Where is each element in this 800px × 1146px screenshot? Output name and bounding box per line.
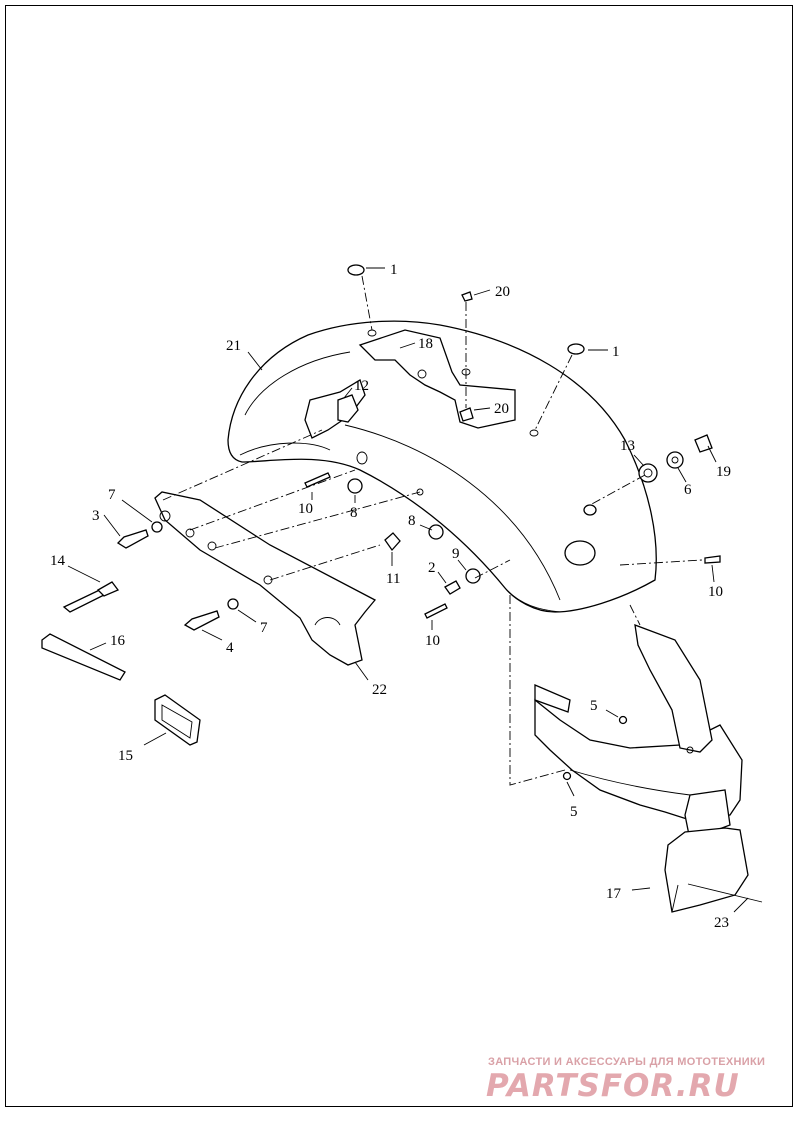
assembly-lines (162, 275, 703, 786)
callout-8: 8 (408, 513, 416, 529)
license-light (154, 694, 201, 746)
callout-21: 21 (226, 338, 241, 354)
callout-9: 9 (452, 546, 460, 562)
fender-hole (583, 504, 597, 516)
bolt-19 (694, 434, 713, 453)
washer-9 (465, 568, 481, 584)
grommet-1a (347, 264, 365, 276)
callout-5: 5 (570, 804, 578, 820)
pin-10c (704, 555, 721, 564)
washer-5b (562, 771, 572, 781)
fender-hole (564, 540, 596, 566)
callout-17: 17 (606, 886, 622, 902)
screw-17 (671, 884, 679, 913)
callout-12: 12 (354, 378, 369, 394)
watermark-caption: ЗАПЧАСТИ И АКСЕССУАРЫ ДЛЯ МОТОТЕХНИКИ (488, 1056, 766, 1068)
clip-20a (461, 291, 473, 302)
bracket-12 (304, 379, 366, 439)
callout-7: 7 (260, 620, 268, 636)
callout-4: 4 (226, 640, 234, 656)
cable-23 (687, 883, 763, 903)
callout-10: 10 (298, 501, 313, 517)
washer-6 (666, 451, 684, 469)
hardware (62, 264, 763, 913)
callout-13: 13 (620, 438, 635, 454)
pin-10b (424, 603, 448, 619)
callout-2: 2 (428, 560, 436, 576)
washer-13 (638, 463, 658, 483)
callout-1: 1 (612, 344, 620, 360)
diagram-frame (5, 5, 793, 1107)
callout-5: 5 (590, 698, 598, 714)
callout-15: 15 (118, 748, 133, 764)
pin-10a (304, 472, 331, 488)
callout-8: 8 (350, 505, 358, 521)
washer-7a (151, 521, 163, 533)
washer-7b (227, 598, 239, 610)
callout-10: 10 (425, 633, 440, 649)
callout-16: 16 (110, 633, 126, 649)
clip-11 (384, 532, 401, 552)
screw-3 (116, 529, 149, 549)
callout-7: 7 (108, 487, 116, 503)
screw-4 (183, 610, 220, 631)
callout-10: 10 (708, 584, 723, 600)
nut-8b (428, 524, 444, 540)
callout-11: 11 (386, 571, 400, 587)
callout-18: 18 (418, 336, 433, 352)
callout-labels: 1 20 1 21 18 12 20 13 19 6 10 8 7 3 8 9 … (50, 262, 731, 931)
grommet-1b (567, 343, 585, 355)
callout-3: 3 (92, 508, 100, 524)
callout-6: 6 (684, 482, 692, 498)
fender-bracket (358, 329, 516, 429)
leader-lines (67, 267, 749, 913)
watermark-logo: PARTSFOR.RU (486, 1068, 740, 1104)
screw-2 (444, 580, 461, 595)
callout-20: 20 (494, 401, 509, 417)
fender-extension (534, 624, 749, 913)
callout-1: 1 (390, 262, 398, 278)
callout-19: 19 (716, 464, 731, 480)
side-rail (154, 491, 377, 666)
callout-14: 14 (50, 553, 66, 569)
callout-22: 22 (372, 682, 387, 698)
nut-20b (459, 407, 474, 422)
washer-5a (618, 715, 628, 725)
reflector-strip (41, 633, 126, 681)
callout-20: 20 (495, 284, 510, 300)
callout-23: 23 (714, 915, 729, 931)
nut-8a (347, 478, 363, 494)
